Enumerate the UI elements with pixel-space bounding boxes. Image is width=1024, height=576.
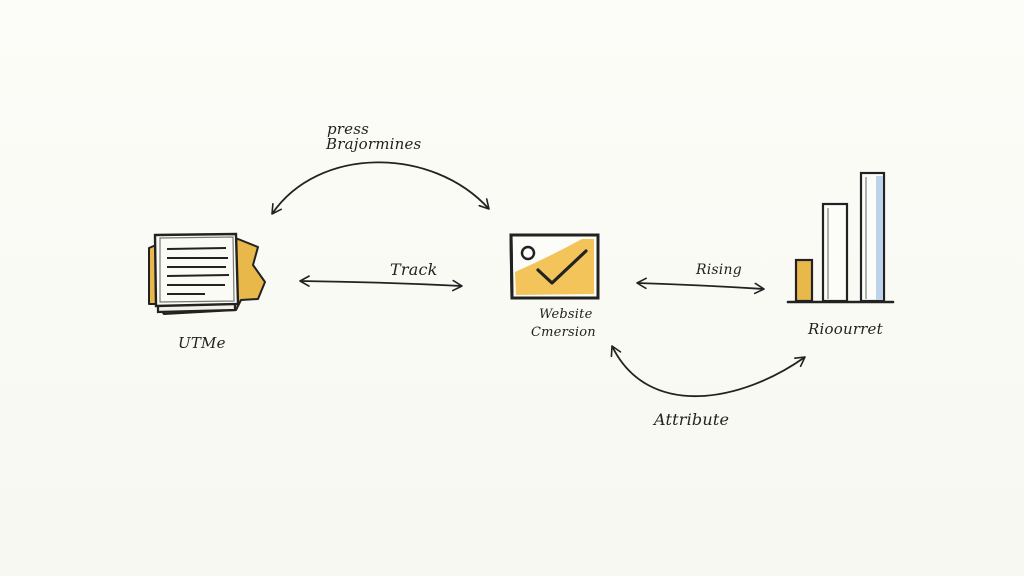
- report-node: Rioourret: [786, 171, 895, 338]
- bar-chart-icon: [786, 171, 895, 304]
- website-conversion-node: Website Cmersion: [509, 233, 600, 340]
- document-stack-icon: [148, 232, 266, 315]
- track-arrow: [299, 275, 463, 292]
- attribute-edge: Attribute: [610, 345, 806, 429]
- attribute-label: Attribute: [652, 410, 729, 429]
- rising-edge: Rising: [636, 262, 765, 295]
- document-node: UTMe: [148, 232, 266, 352]
- document-label: UTMe: [178, 334, 226, 352]
- attribute-arrow: [610, 345, 806, 398]
- rising-arrow: [636, 277, 765, 295]
- track-edge: Track: [299, 260, 463, 292]
- report-label: Rioourret: [807, 320, 884, 338]
- track-label: Track: [390, 260, 438, 279]
- checked-screen-icon: [509, 233, 600, 300]
- top-arc-label-line1: press: [327, 120, 369, 138]
- top-arc-edge: press Brajormines: [271, 120, 490, 215]
- website-conversion-label-line2: Cmersion: [531, 325, 596, 340]
- rising-label: Rising: [695, 262, 742, 278]
- top-arc-label-line2: Brajormines: [325, 135, 422, 153]
- website-conversion-label-line1: Website: [539, 307, 593, 322]
- top-arc-arrow: [271, 161, 490, 215]
